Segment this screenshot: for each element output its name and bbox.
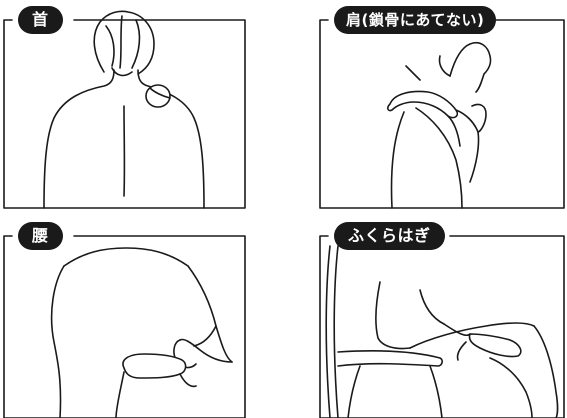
lower-back-illustration: [3, 235, 246, 418]
panel-frame: [319, 235, 565, 418]
panel-calves: ふくらはぎ: [319, 222, 565, 418]
shoulder-illustration: [319, 19, 565, 209]
panel-frame: [3, 235, 246, 418]
panel-frame: [3, 19, 246, 209]
panel-neck: 首: [3, 6, 246, 209]
panel-shoulder: 肩(鎖骨にあてない): [319, 6, 565, 209]
panel-frame: [319, 19, 565, 209]
panel-label-shoulder: 肩(鎖骨にあてない): [334, 6, 497, 34]
neck-illustration: [3, 10, 246, 209]
panel-label-calves: ふくらはぎ: [334, 222, 445, 250]
panel-lower-back: 腰: [3, 222, 246, 418]
panel-label-lower-back: 腰: [18, 222, 63, 250]
calves-illustration: [319, 235, 565, 418]
panel-label-neck: 首: [18, 6, 63, 34]
